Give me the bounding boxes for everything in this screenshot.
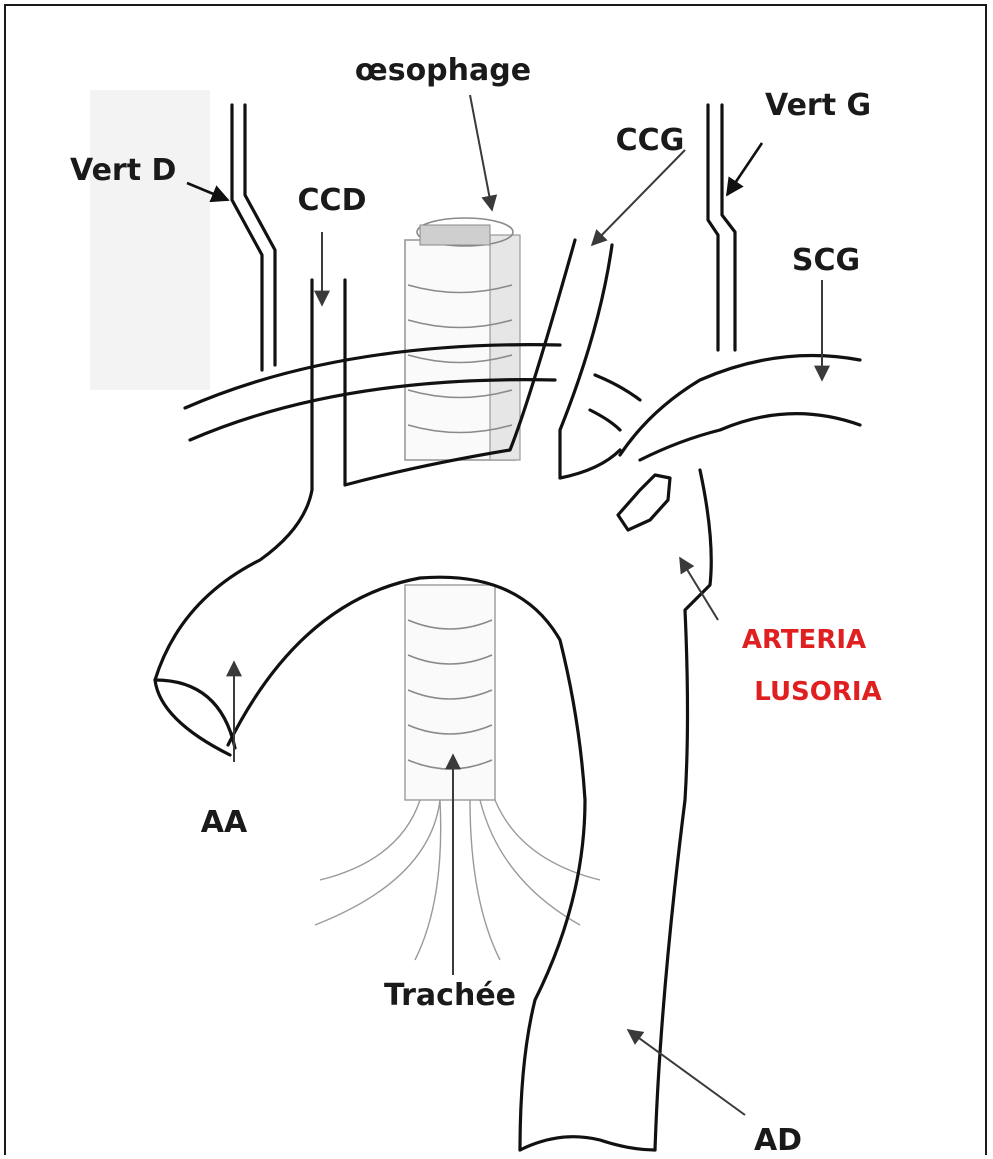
label-ad: AD xyxy=(754,1123,802,1158)
label-arteria: ARTERIA xyxy=(742,625,866,655)
label-ccd: CCD xyxy=(298,183,367,218)
label-aa: AA xyxy=(201,805,248,840)
label-oesophage: œsophage xyxy=(355,53,531,88)
arrow-vert-g xyxy=(727,143,762,195)
label-vert-d: Vert D xyxy=(70,153,176,188)
shading xyxy=(90,90,210,390)
arrow-ad xyxy=(628,1030,745,1115)
label-vert-g: Vert G xyxy=(765,88,871,123)
arrow-ccg xyxy=(592,150,685,245)
label-ccg: CCG xyxy=(616,123,685,158)
label-scg: SCG xyxy=(792,243,860,278)
trachea-lower xyxy=(315,585,600,960)
label-trachee: Trachée xyxy=(384,978,516,1013)
arrow-oesophage xyxy=(470,95,492,210)
trachea-upper xyxy=(405,218,520,460)
label-lusoria: LUSORIA xyxy=(754,677,881,707)
